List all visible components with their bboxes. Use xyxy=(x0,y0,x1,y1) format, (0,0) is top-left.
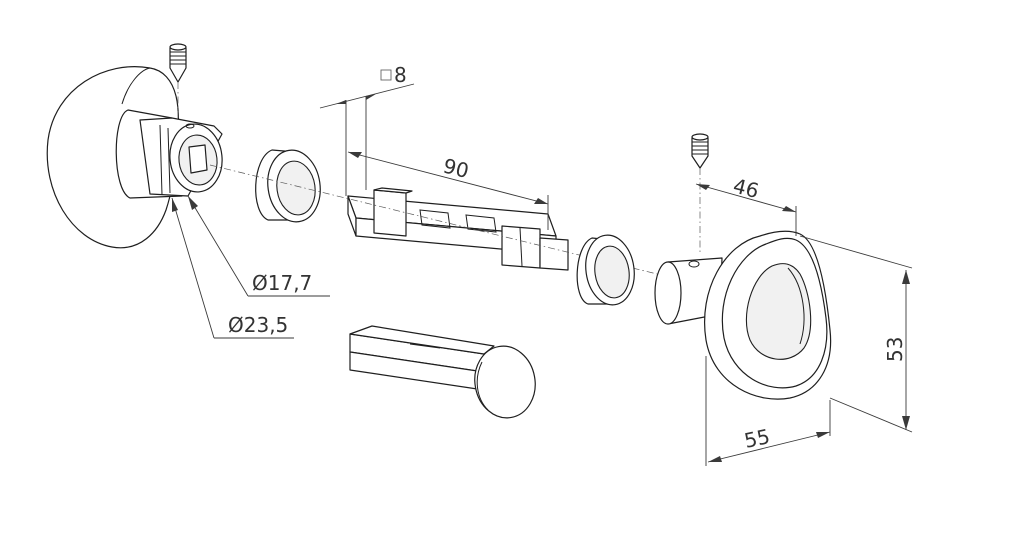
dimension-knob-offset: 46 xyxy=(695,174,797,236)
dimension-knob-width: 55 xyxy=(705,356,831,466)
dimension-length: 90 xyxy=(347,151,549,230)
dimension-outer-diameter: Ø23,5 xyxy=(171,197,294,339)
dimension-inner-diameter: Ø17,7 xyxy=(187,195,330,297)
dim-knob-offset-value: 46 xyxy=(731,174,762,203)
right-knob xyxy=(654,230,832,400)
set-screw-right xyxy=(691,133,709,255)
left-bushing-ring xyxy=(255,149,321,223)
dim-outer-diameter-value: Ø23,5 xyxy=(228,313,288,337)
right-bushing-ring xyxy=(576,234,635,306)
dim-knob-width-value: 55 xyxy=(742,424,772,453)
square-section-icon xyxy=(380,69,392,81)
dim-square-value: 8 xyxy=(394,63,407,87)
dim-inner-diameter-value: Ø17,7 xyxy=(252,271,312,295)
left-knob xyxy=(46,66,223,249)
dimension-knob-height: 53 xyxy=(799,235,913,433)
dim-knob-height-value: 53 xyxy=(883,337,907,362)
dim-length-value: 90 xyxy=(441,154,472,183)
set-screw-left xyxy=(169,43,187,120)
dimension-square: 8 xyxy=(319,63,415,196)
spindle-pin-with-head xyxy=(349,325,536,419)
